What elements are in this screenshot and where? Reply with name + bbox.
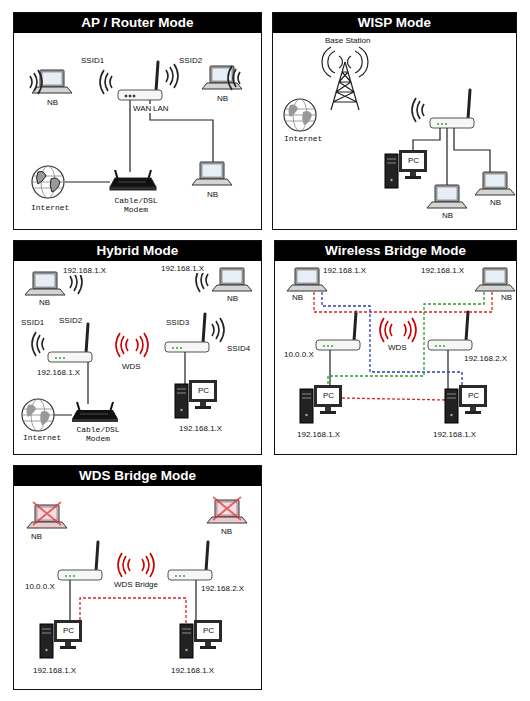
- panel-heading: AP / Router Mode: [14, 13, 261, 33]
- device-label: NB: [441, 211, 454, 220]
- device-label: NB: [489, 198, 502, 207]
- network-label: 10.0.0.X: [24, 582, 56, 591]
- panel-heading: WDS Bridge Mode: [14, 466, 261, 486]
- device-label: NB: [291, 293, 304, 302]
- device-label: NB: [500, 293, 513, 302]
- network-label: WDS Bridge: [113, 580, 159, 589]
- network-label: SSID1: [20, 318, 45, 327]
- device-label: PC: [407, 156, 420, 165]
- network-label: 192.168.1.X: [170, 666, 215, 675]
- network-label: 192.168.2.X: [463, 354, 508, 363]
- network-label: WDS: [387, 343, 408, 352]
- network-label: WDS: [121, 362, 142, 371]
- mode-panel: Hybrid Mode: [13, 240, 262, 455]
- device-label: NB: [38, 298, 51, 307]
- network-label: 192.168.1.X: [432, 430, 477, 439]
- hybrid-art: [22, 268, 252, 431]
- network-label: SSID3: [165, 318, 190, 327]
- device-label: NB: [226, 294, 239, 303]
- panel-heading: WISP Mode: [273, 13, 516, 33]
- device-label: NB: [206, 190, 219, 199]
- network-label: SSID1: [80, 56, 105, 65]
- panel-heading: Hybrid Mode: [14, 241, 261, 261]
- ap-router-art: [30, 62, 242, 198]
- network-label: Cable/DSL Modem: [72, 425, 124, 443]
- wds-bridge-art: [27, 497, 247, 658]
- device-label: NB: [220, 527, 233, 536]
- network-label: Internet: [22, 433, 62, 442]
- mode-panel: WISP Mode: [272, 12, 517, 230]
- network-label: SSID4: [226, 344, 251, 353]
- network-label: Base Station: [324, 36, 371, 45]
- device-label: NB: [216, 94, 229, 103]
- device-label: PC: [197, 386, 210, 395]
- network-label: 192.168.1.X: [36, 368, 81, 377]
- mode-panel: WDS Bridge Mode: [13, 465, 262, 690]
- panel-heading: Wireless Bridge Mode: [275, 241, 516, 261]
- network-label: WAN: [132, 104, 152, 113]
- device-label: PC: [322, 391, 335, 400]
- device-label: NB: [30, 532, 43, 541]
- device-label: PC: [467, 391, 480, 400]
- wireless-bridge-art: [287, 268, 515, 423]
- device-label: NB: [46, 98, 59, 107]
- device-label: PC: [62, 626, 75, 635]
- network-label: 192.168.1.X: [420, 266, 465, 275]
- network-label: 192.168.1.X: [62, 266, 107, 275]
- network-label: 10.0.0.X: [283, 350, 315, 359]
- wisp-art: [284, 47, 515, 208]
- network-label: 192.168.1.X: [322, 266, 367, 275]
- network-label: SSID2: [58, 316, 83, 325]
- network-label: 192.168.1.X: [160, 264, 205, 273]
- network-label: 192.168.2.X: [200, 584, 245, 593]
- network-label: SSID2: [178, 56, 203, 65]
- network-label: LAN: [152, 104, 170, 113]
- network-label: 192.168.1.X: [32, 666, 77, 675]
- network-label: 192.168.1.X: [296, 430, 341, 439]
- network-label: Internet: [30, 203, 70, 212]
- device-label: PC: [202, 626, 215, 635]
- network-label: Internet: [283, 134, 323, 143]
- network-label: 192.168.1.X: [178, 424, 223, 433]
- network-label: Cable/DSL Modem: [110, 196, 162, 214]
